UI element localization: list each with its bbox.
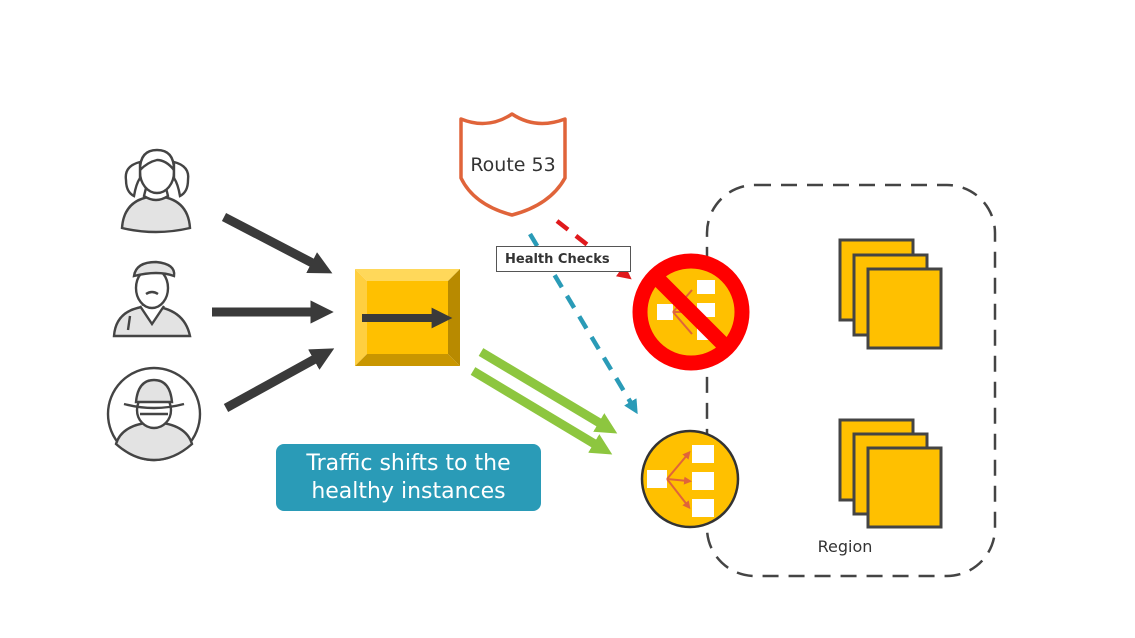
traffic-callout-text: Traffic shifts to the healthy instances: [306, 450, 511, 504]
blocked-icon: [632, 253, 750, 371]
route53-label: Route 53: [470, 154, 555, 176]
healthy-endpoint-icon: [640, 429, 740, 529]
instance-stack-bottom: [838, 418, 943, 529]
region-label: Region: [818, 537, 873, 556]
spy-user-icon: [106, 366, 202, 462]
man-user-icon: [112, 260, 192, 338]
user-arrow-bottom: [223, 348, 335, 412]
route53-shield-icon: [459, 112, 567, 217]
health-checks-text: Health Checks: [505, 251, 610, 267]
health-checks-label: Health Checks: [496, 246, 631, 272]
woman-user-icon: [120, 148, 192, 234]
traffic-arrow-1: [478, 348, 618, 434]
region-boundary: [705, 183, 997, 578]
traffic-arrow-2: [470, 367, 613, 455]
user-arrow-top: [221, 213, 333, 274]
instance-stack-top: [838, 238, 943, 350]
traffic-callout: Traffic shifts to the healthy instances: [276, 444, 541, 511]
